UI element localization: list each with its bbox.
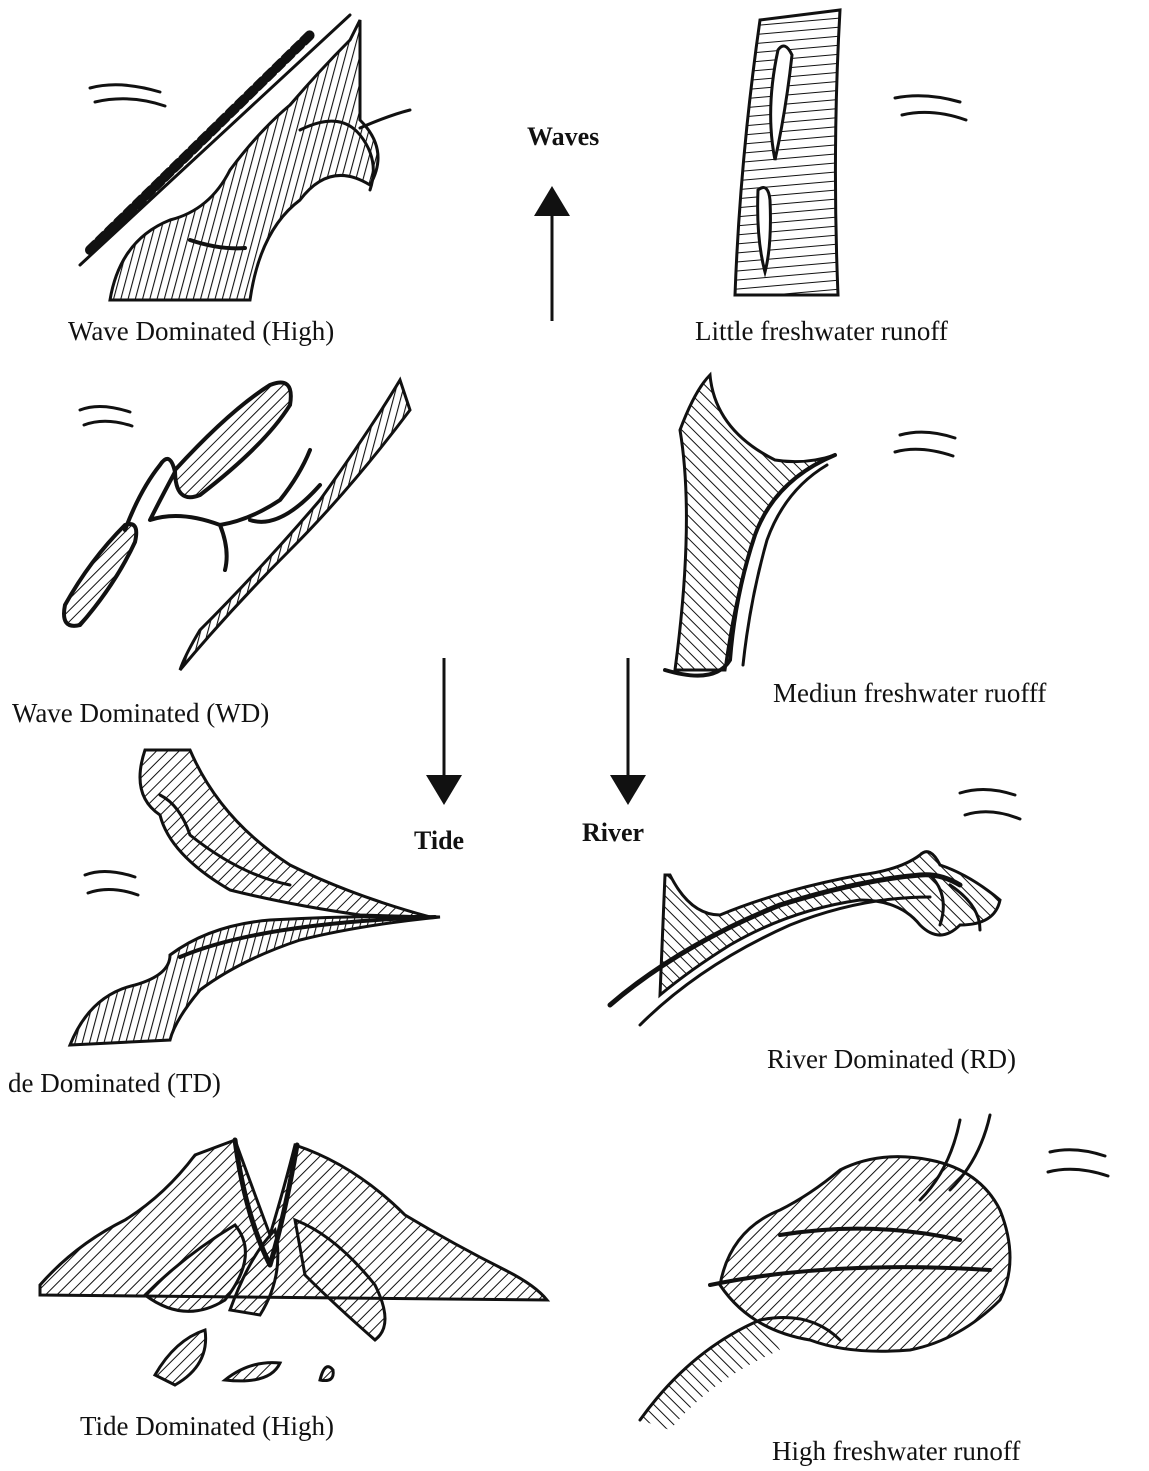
little-runoff-sketch — [720, 10, 1000, 300]
tide-dominated-high-label: Tide Dominated (High) — [80, 1413, 334, 1440]
little-runoff-label: Little freshwater runoff — [695, 318, 948, 345]
tide-dominated-high-sketch — [35, 1135, 555, 1395]
river-dominated-rd-sketch — [600, 775, 1040, 1055]
tide-dominated-td-label: de Dominated (TD) — [8, 1070, 221, 1097]
wave-dominated-wd-sketch — [50, 380, 420, 680]
river-dominated-rd-label: River Dominated (RD) — [767, 1046, 1016, 1073]
wave-dominated-high-label: Wave Dominated (High) — [68, 318, 334, 345]
waves-label: Waves — [527, 124, 599, 150]
wave-dominated-high-sketch — [60, 10, 440, 310]
wave-dominated-wd-label: Wave Dominated (WD) — [12, 700, 269, 727]
medium-runoff-sketch — [655, 370, 975, 690]
medium-runoff-label: Mediun freshwater ruofff — [773, 680, 1046, 707]
high-runoff-label: High freshwater runoff — [772, 1438, 1020, 1465]
tide-dominated-td-sketch — [60, 745, 450, 1055]
waves-arrow — [538, 185, 568, 325]
high-runoff-sketch — [630, 1110, 1140, 1430]
